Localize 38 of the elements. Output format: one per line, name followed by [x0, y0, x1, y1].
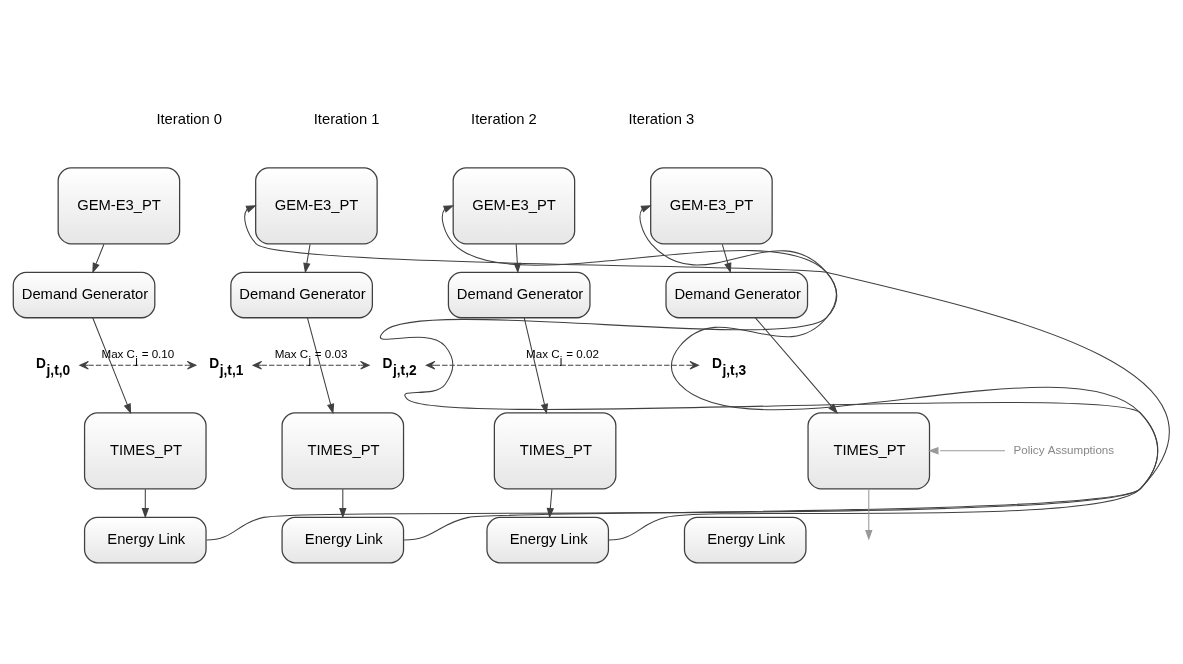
arrow [306, 317, 335, 415]
arrow [92, 243, 105, 274]
label: Iteration 2 [471, 111, 537, 128]
node-box: Energy Link [486, 516, 610, 564]
arrow [303, 243, 311, 274]
node-box: GEM-E3_PT [650, 167, 773, 245]
node-box: Energy Link [683, 516, 807, 564]
arrow [141, 488, 149, 519]
arrow [513, 243, 521, 274]
node-box: Energy Link [281, 516, 405, 564]
arrow [927, 447, 1006, 455]
node-box: TIMES_PT [493, 412, 617, 490]
arrow [546, 488, 555, 519]
node-box: TIMES_PT [281, 412, 405, 490]
node-box: Demand Generator [447, 271, 591, 319]
node-box: GEM-E3_PT [452, 167, 576, 245]
label: Iteration 3 [628, 111, 695, 128]
node-box: TIMES_PT [807, 412, 931, 490]
arrow [523, 317, 549, 415]
node-box: Demand Generator [665, 271, 809, 319]
arrow [252, 360, 370, 370]
node-box: Energy Link [83, 516, 207, 564]
arrow [92, 317, 132, 415]
node-box: Demand Generator [12, 271, 156, 319]
label: Iteration 1 [313, 111, 380, 128]
node-box: Demand Generator [230, 271, 373, 319]
label: Iteration 0 [156, 111, 223, 128]
arrow [425, 360, 699, 370]
arrow [754, 317, 839, 414]
node-box: GEM-E3_PT [57, 167, 181, 245]
arrow [721, 243, 732, 274]
arrow [865, 488, 873, 541]
arrow [339, 488, 347, 519]
arrow [206, 205, 1170, 541]
arrow [79, 360, 197, 370]
node-box: TIMES_PT [83, 412, 207, 490]
node-text: Policy Assumptions [1013, 442, 1115, 456]
node-box: GEM-E3_PT [255, 167, 378, 245]
